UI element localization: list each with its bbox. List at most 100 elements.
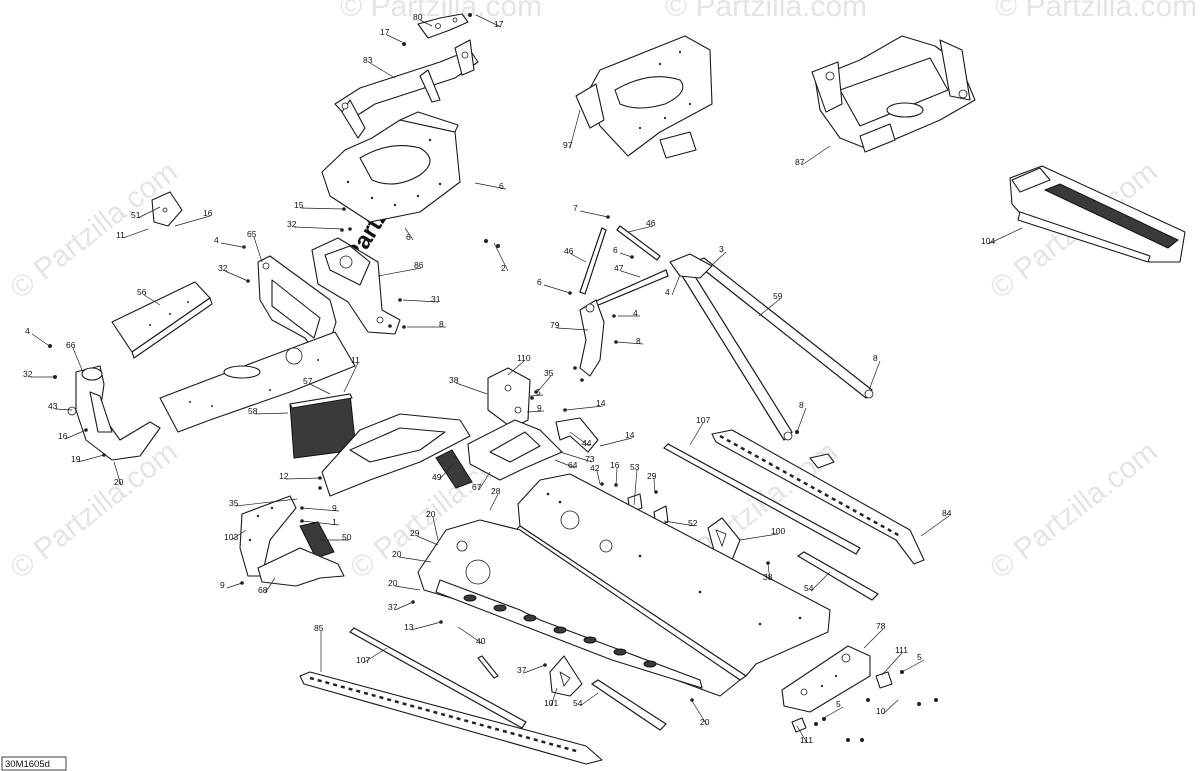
leader-line (537, 375, 552, 392)
leader-line (739, 533, 779, 541)
leader-line (386, 34, 403, 43)
callout-number: 57 (303, 376, 313, 386)
callout-9: 9 (220, 580, 243, 590)
leader-line (122, 228, 149, 239)
callout-32: 32 (23, 369, 55, 379)
leader-line (881, 652, 903, 676)
callout-number: 14 (625, 430, 635, 440)
callout-37: 37 (388, 601, 414, 612)
leader-line (235, 498, 298, 507)
callout-87: 87 (795, 145, 831, 167)
callout-number: 66 (66, 340, 76, 350)
leader-line (224, 270, 249, 282)
callout-17: 17 (380, 27, 403, 43)
callout-number: 7 (573, 203, 578, 213)
leader-line (475, 14, 502, 28)
leader-line (438, 463, 454, 481)
leader-line (863, 628, 884, 649)
callout-number: 9 (220, 580, 225, 590)
callout-number: 6 (406, 232, 411, 242)
callout-number: 53 (630, 462, 640, 472)
callout-number: 20 (700, 717, 710, 727)
callout-number: 12 (279, 471, 289, 481)
leader-line (301, 507, 340, 512)
leader-line (419, 19, 433, 27)
callout-31: 31 (402, 294, 441, 304)
leader-line (64, 429, 87, 440)
callout-54: 54 (573, 692, 599, 708)
leader-line (689, 422, 704, 446)
callout-number: 83 (363, 55, 373, 65)
callout-46: 46 (564, 246, 587, 263)
leader-line (253, 236, 263, 263)
callout-number: 68 (258, 585, 268, 595)
leader-line (579, 210, 609, 218)
leader-line (711, 251, 727, 266)
callout-number: 79 (550, 320, 560, 330)
leader-line (796, 725, 808, 744)
leader-line (523, 664, 546, 674)
callout-4: 4 (665, 274, 681, 297)
callout-number: 111 (800, 735, 813, 745)
callout-number: 20 (392, 549, 402, 559)
leader-line (455, 382, 488, 395)
callout-4: 4 (618, 308, 640, 318)
callout-8: 8 (796, 400, 807, 433)
callout-number: 67 (472, 482, 482, 492)
callout-79: 79 (550, 320, 589, 331)
callout-number: 4 (25, 326, 30, 336)
callout-10: 10 (876, 699, 899, 716)
callout-20: 20 (426, 509, 439, 541)
callout-6: 6 (537, 277, 571, 294)
callout-52: 52 (663, 518, 698, 528)
part-50-grip (299, 521, 335, 559)
callout-29: 29 (410, 528, 439, 546)
parts-layer (48, 13, 1186, 765)
callout-number: 28 (491, 486, 501, 496)
callout-number: 65 (247, 229, 257, 239)
part-103-side-bracket (239, 495, 297, 577)
leader-line (619, 252, 633, 258)
callout-68: 68 (258, 577, 276, 595)
leader-line (565, 405, 604, 411)
leader-line (174, 215, 211, 227)
callout-12: 12 (279, 471, 321, 481)
leader-line (901, 659, 925, 673)
leader-line (507, 360, 525, 376)
leader-line (254, 412, 289, 415)
callout-number: 8 (439, 319, 444, 329)
leader-line (143, 294, 161, 306)
callout-43: 43 (48, 401, 73, 411)
leader-line (301, 520, 340, 526)
leader-line (493, 242, 509, 272)
callout-number: 17 (494, 19, 504, 29)
watermark-text: © Partzilla.com (4, 155, 184, 305)
leader-line (398, 556, 432, 563)
callout-100: 100 (739, 526, 785, 541)
drawing-code-box: 30M1605d (1, 756, 67, 771)
callout-47: 47 (614, 263, 641, 278)
leader-line (529, 394, 544, 397)
part-56-plate (111, 281, 213, 359)
leader-line (556, 327, 589, 331)
part-80-bracket (417, 13, 469, 39)
part-clip (809, 453, 835, 469)
drawing-code: 30M1605d (5, 759, 50, 770)
callout-number: 5 (917, 652, 922, 662)
leader-line (220, 242, 243, 248)
part-83-steering-support (334, 39, 479, 139)
callout-number: 80 (413, 12, 423, 22)
callout-number: 20 (388, 578, 398, 588)
leader-line (410, 621, 442, 631)
callout-50: 50 (320, 532, 352, 542)
leader-line (627, 225, 654, 233)
callout-number: 54 (804, 583, 814, 593)
leader-line (868, 360, 881, 391)
callout-number: 52 (688, 518, 698, 528)
part-40-bar (477, 655, 499, 679)
callout-111: 111 (881, 645, 908, 676)
callout-5: 5 (821, 699, 844, 720)
callout-number: 8 (799, 400, 804, 410)
part-110-bracket (487, 367, 531, 429)
